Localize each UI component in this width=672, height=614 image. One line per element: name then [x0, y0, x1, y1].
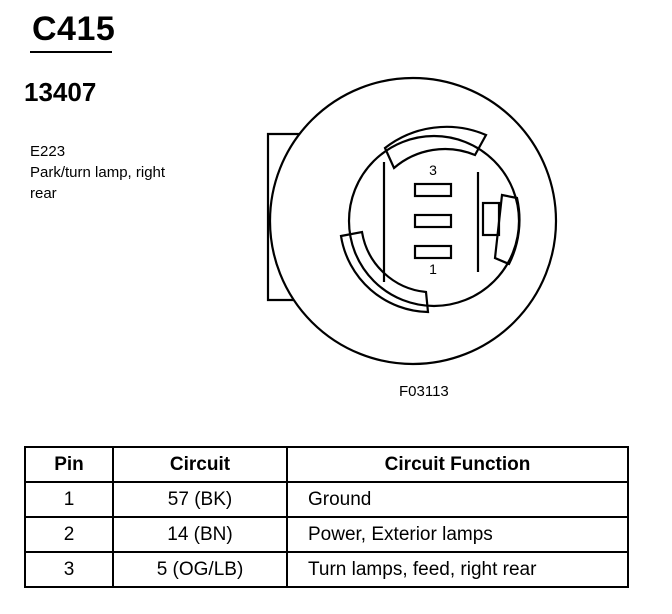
- component-description-line-1: Park/turn lamp, right: [30, 164, 166, 181]
- connector-id: C415: [32, 10, 116, 48]
- pin-slot-2: [413, 213, 453, 229]
- key-arc-right: [493, 193, 521, 266]
- circuit-cell: 14 (BN): [112, 516, 288, 553]
- component-code: E223: [30, 143, 66, 160]
- component-description-line-2: rear: [30, 185, 57, 202]
- pinout-header-row: Pin Circuit Circuit Function: [24, 446, 629, 483]
- pin-label-3: 3: [429, 162, 437, 178]
- connector-id-underline: [30, 51, 112, 53]
- function-cell: Ground: [286, 481, 629, 518]
- key-arc-top: [383, 125, 488, 170]
- circuit-cell: 5 (OG/LB): [112, 551, 288, 588]
- figure-code: F03113: [399, 383, 449, 400]
- header-pin: Pin: [24, 446, 114, 483]
- table-row: 1 57 (BK) Ground: [24, 481, 629, 518]
- pin-slot-3: [413, 182, 453, 198]
- table-row: 3 5 (OG/LB) Turn lamps, feed, right rear: [24, 551, 629, 588]
- header-circuit-function: Circuit Function: [286, 446, 629, 483]
- header-circuit: Circuit: [112, 446, 288, 483]
- key-arc-lower-left: [339, 230, 430, 314]
- pin-cell: 3: [24, 551, 114, 588]
- connector-outer-ring: [268, 76, 558, 366]
- pin-slot-1: [413, 244, 453, 260]
- function-cell: Power, Exterior lamps: [286, 516, 629, 553]
- pinout-table: Pin Circuit Circuit Function 1 57 (BK) G…: [24, 446, 629, 588]
- circuit-cell: 57 (BK): [112, 481, 288, 518]
- part-number: 13407: [24, 77, 97, 107]
- component-info: E223 Park/turn lamp, right rear: [30, 141, 230, 204]
- pin-cell: 1: [24, 481, 114, 518]
- function-cell: Turn lamps, feed, right rear: [286, 551, 629, 588]
- pin-cell: 2: [24, 516, 114, 553]
- pin-label-1: 1: [429, 261, 437, 277]
- table-row: 2 14 (BN) Power, Exterior lamps: [24, 516, 629, 553]
- latch-slot: [481, 201, 501, 237]
